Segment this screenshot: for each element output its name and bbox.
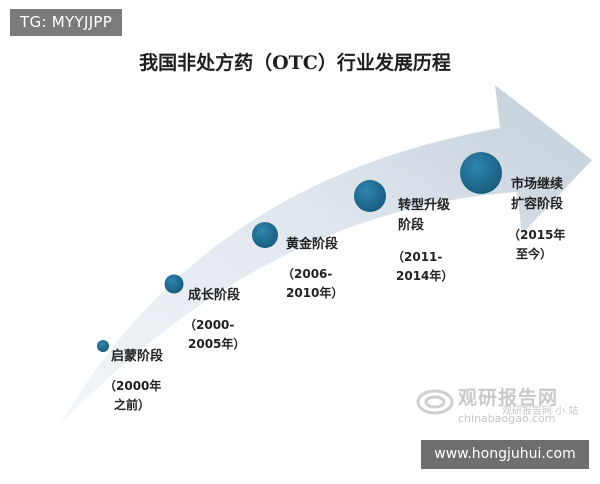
- stage-2-period-line1: （2000-: [184, 318, 235, 332]
- stage-4-name: 转型升级 阶段: [398, 196, 450, 236]
- stage-2-period-line2: 2005年）: [188, 337, 246, 351]
- stage-3-period-line2: 2010年）: [286, 286, 344, 300]
- stage-4-period-line2: 2014年）: [396, 269, 454, 283]
- stage-1-period-line2: 之前）: [114, 398, 151, 412]
- stage-2-name: 成长阶段: [188, 288, 241, 303]
- tg-tag: TG: MYYJJPP: [10, 9, 123, 36]
- stage-5-name-line1: 市场继续: [511, 177, 564, 192]
- stage-4-period: （2011- 2014年）: [392, 248, 453, 286]
- growth-arrow: [60, 85, 592, 425]
- watermark-sub: 观研报告网 小 站: [502, 406, 579, 417]
- stage-3-period: （2006- 2010年）: [282, 265, 343, 303]
- stage-4-period-line1: （2011-: [392, 250, 443, 264]
- watermark-url: chinabaogao.com: [458, 412, 556, 425]
- stage-5-period-line2: 至今）: [516, 247, 553, 261]
- footer-url: www.hongjuhui.com: [421, 440, 589, 469]
- watermark-brand: 观研报告网: [458, 387, 559, 409]
- stage-dot-2: [164, 274, 184, 294]
- stage-1-period: （2000年 之前）: [104, 377, 161, 415]
- stage-1-name: 启蒙阶段: [111, 349, 164, 364]
- stage-3-period-line1: （2006-: [282, 267, 333, 281]
- page-title: 我国非处方药（OTC）行业发展历程: [139, 52, 451, 74]
- stage-dot-5: [460, 152, 502, 194]
- stage-5-period: （2015年 至今）: [508, 226, 565, 264]
- stage-3-name: 黄金阶段: [286, 237, 339, 252]
- stage-dot-1: [97, 340, 109, 352]
- stage-2-period: （2000- 2005年）: [184, 316, 245, 354]
- stage-5-name: 市场继续 扩容阶段: [511, 175, 563, 215]
- stage-5-name-line2: 扩容阶段: [511, 197, 564, 212]
- watermark-logo-icon: [416, 389, 454, 415]
- stage-dot-4: [354, 180, 386, 212]
- stage-4-name-line1: 转型升级: [398, 198, 451, 213]
- stage-5-period-line1: （2015年: [508, 228, 566, 242]
- stage-dot-3: [252, 222, 278, 248]
- stage-1-period-line1: （2000年: [104, 379, 162, 393]
- stage-4-name-line2: 阶段: [398, 218, 425, 233]
